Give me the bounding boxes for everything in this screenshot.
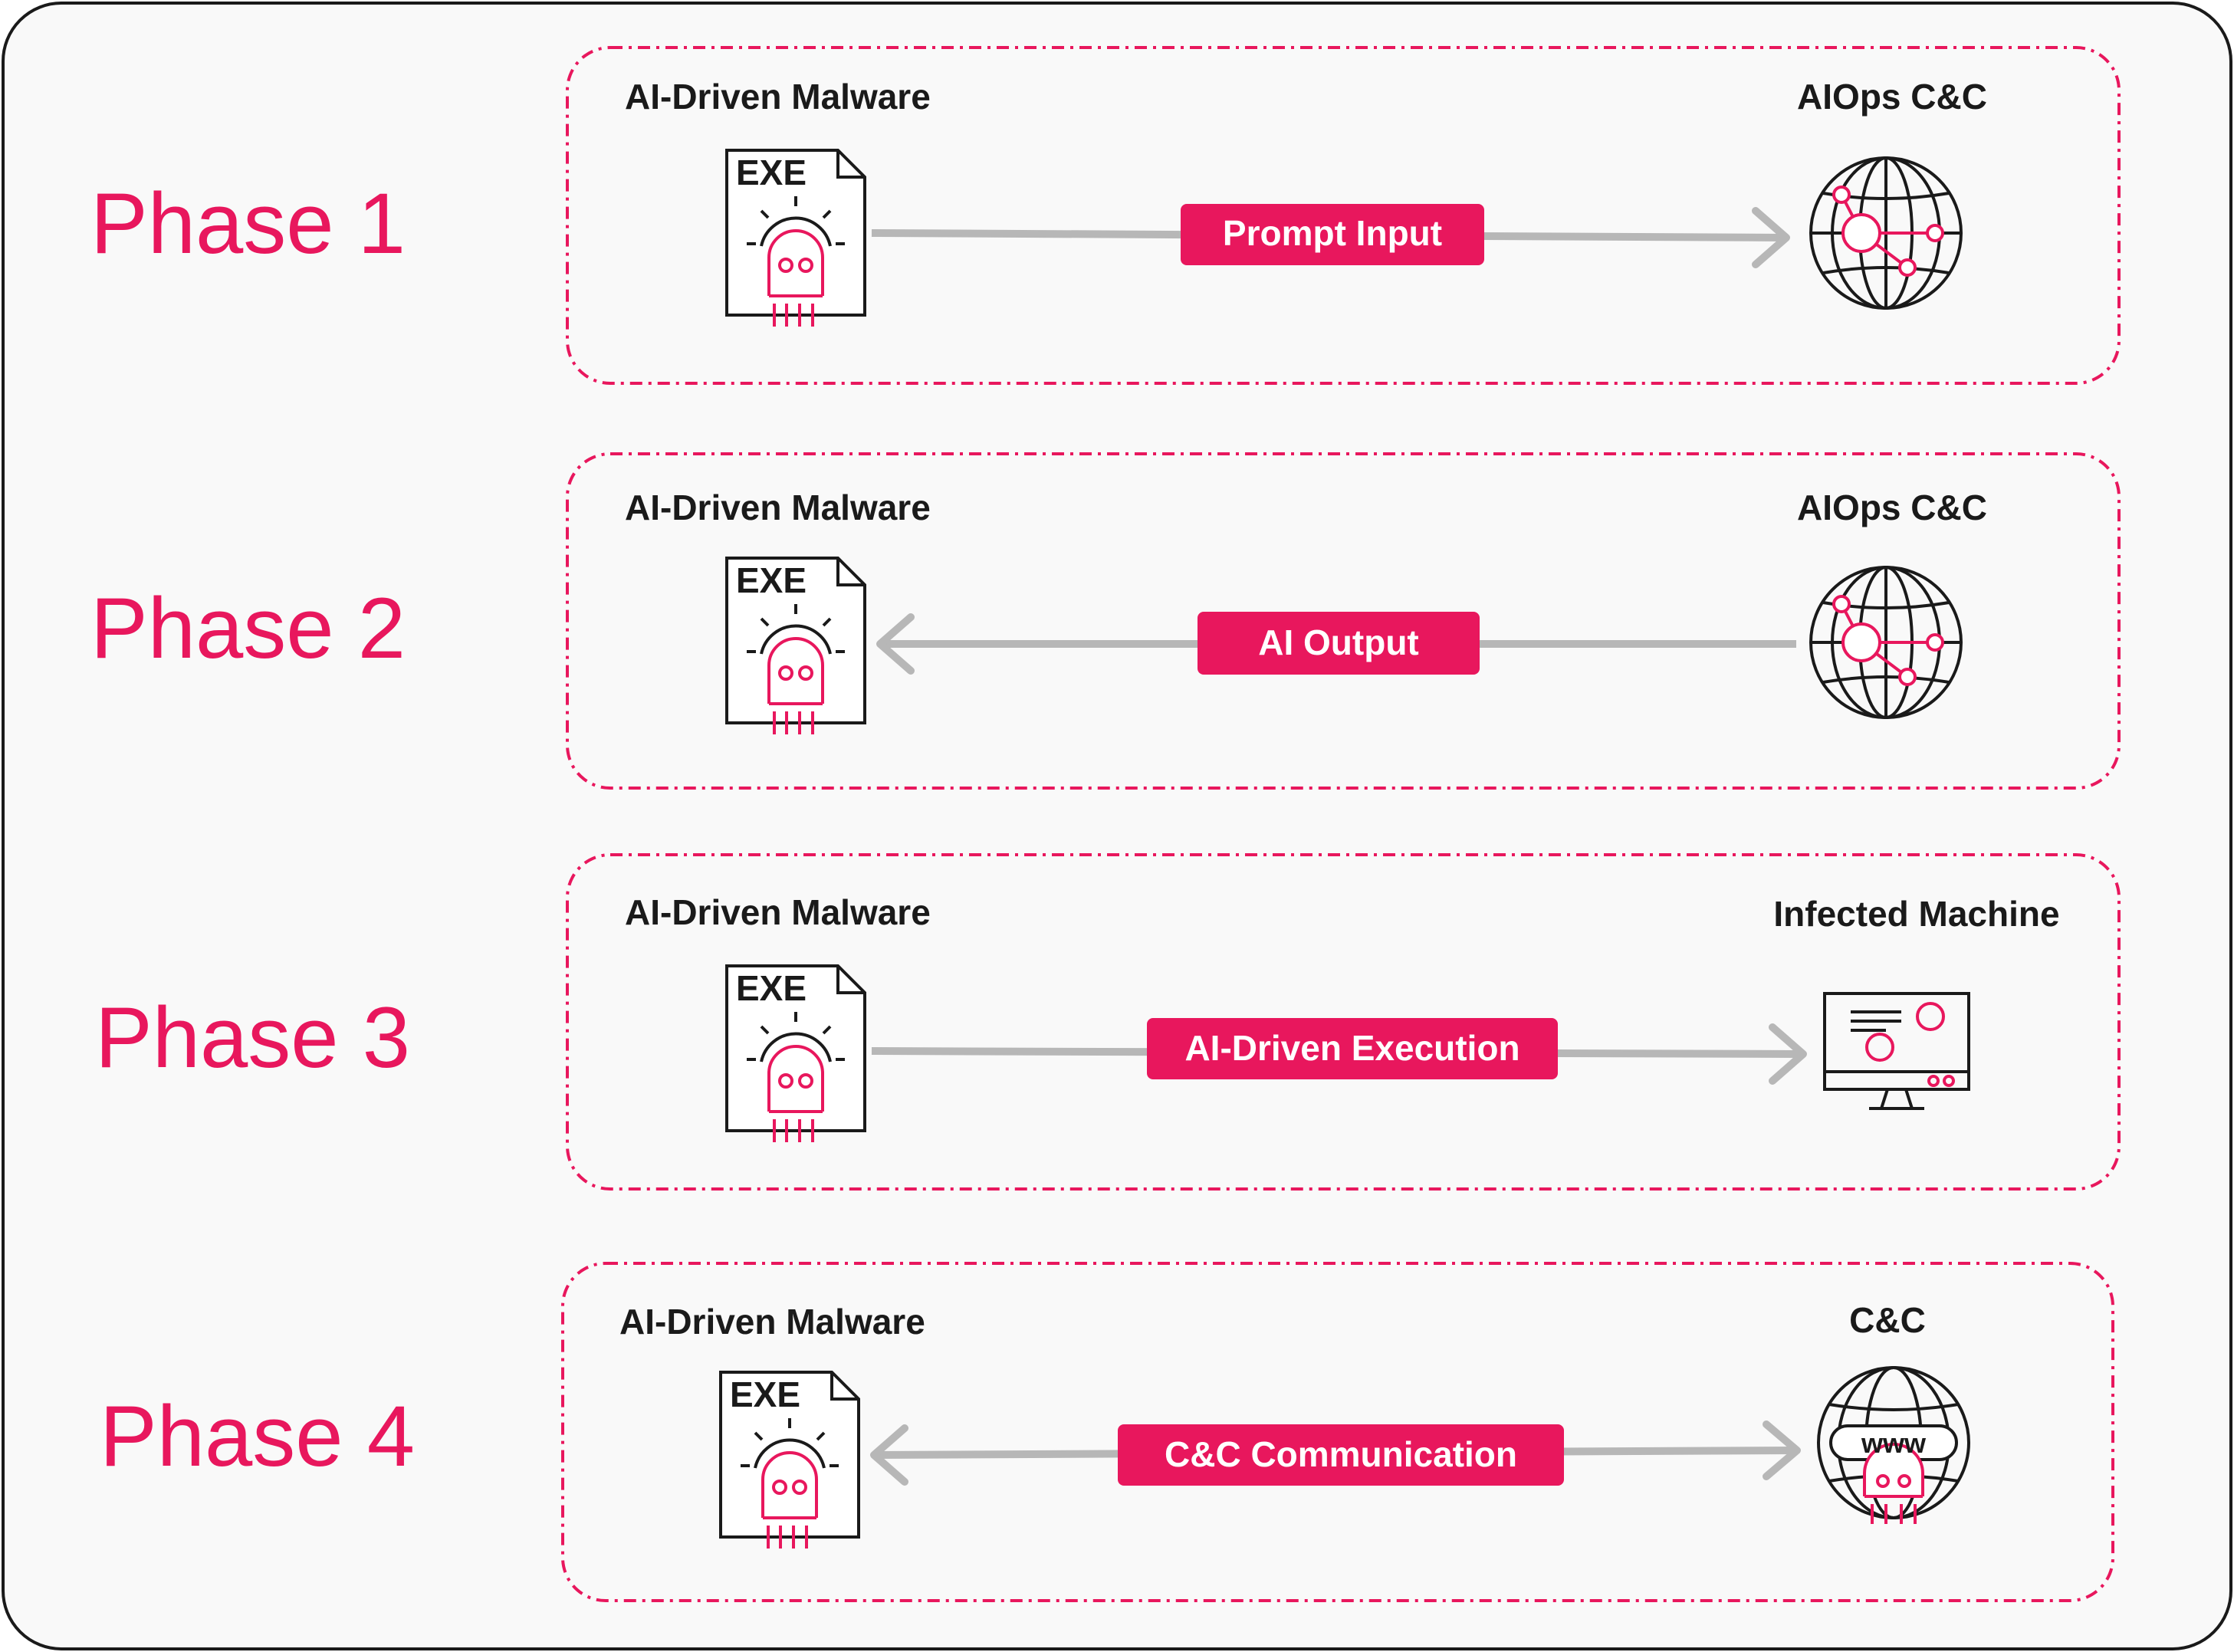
right-node-label: C&C [1849,1300,1926,1340]
flow-label: AI Output [1258,622,1419,662]
left-node-label: AI-Driven Malware [625,892,931,932]
exe-label: EXE [736,968,807,1008]
right-node-label: AIOps C&C [1797,488,1987,527]
phase-panel [566,452,2121,790]
exe-label: EXE [736,560,807,600]
flow-label-pill [1118,1424,1564,1486]
exe-file-icon: EXE [725,964,866,1144]
phase-title: Phase 1 [90,176,406,271]
www-label: www [1861,1427,1927,1459]
right-node-label: AIOps C&C [1797,77,1987,117]
exe-label: EXE [736,153,807,192]
flow-label-pill [1147,1018,1558,1079]
phase-title: Phase 3 [95,990,410,1085]
phase-panel [566,853,2121,1191]
globe-network-icon [1809,156,1963,310]
right-node-label: Infected Machine [1773,894,2059,934]
flow-label-pill [1197,612,1480,675]
phase-title: Phase 2 [90,580,406,676]
arrowhead-left-icon [870,1424,908,1486]
flow-label: Prompt Input [1223,213,1442,253]
exe-file-icon: EXE [719,1371,860,1550]
arrowhead-right-icon [1769,1023,1807,1085]
phase-panel [566,46,2121,385]
arrowhead-right-icon [1763,1420,1801,1480]
phase-4-row: Phase 4 AI-Driven Malware C&C EXE C&C Co… [100,1262,2114,1602]
left-node-label: AI-Driven Malware [625,77,931,117]
phase-1-row: Phase 1 AI-Driven Malware AIOps C&C EXE … [90,46,2121,385]
arrowhead-right-icon [1752,207,1790,268]
exe-label: EXE [730,1374,800,1414]
left-node-label: AI-Driven Malware [625,488,931,527]
flow-label: AI-Driven Execution [1184,1028,1519,1068]
arrowhead-left-icon [876,613,915,675]
flow-label: C&C Communication [1165,1434,1517,1474]
flow-label-pill [1181,204,1484,265]
left-node-label: AI-Driven Malware [619,1302,925,1342]
globe-www-icon: www [1817,1366,1970,1526]
exe-file-icon: EXE [725,149,866,328]
globe-network-icon [1809,566,1963,719]
phase-panel [561,1262,2114,1602]
phase-2-row: Phase 2 AI-Driven Malware AIOps C&C EXE … [90,452,2121,790]
phase-3-row: Phase 3 AI-Driven Malware Infected Machi… [95,853,2121,1191]
exe-file-icon: EXE [725,557,866,736]
phase-title: Phase 4 [100,1388,415,1484]
